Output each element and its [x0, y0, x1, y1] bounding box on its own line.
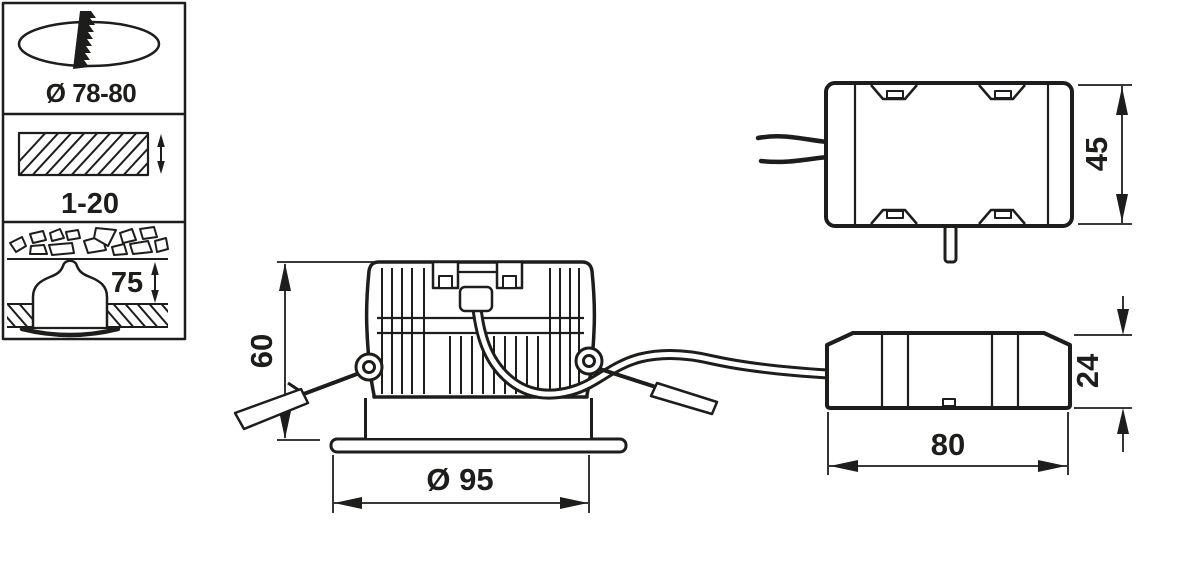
dimension-driver-width-45: 45 [1078, 84, 1132, 225]
top-mounting-tabs [431, 260, 524, 290]
mounting-spring-clip-right [574, 346, 719, 416]
driver-width-label: 45 [1079, 137, 1114, 171]
ceiling-thickness-label: 1-20 [61, 188, 119, 220]
driver-label-slot [942, 398, 956, 407]
insulation-clearance-icon [7, 226, 169, 338]
recessed-trim-arc [19, 326, 121, 338]
driver-top-outline [824, 81, 1074, 228]
driver-input-wires [755, 134, 831, 165]
trim-flange [329, 396, 628, 454]
dimension-driver-length-80: 80 [827, 412, 1069, 475]
driver-length-label: 80 [931, 427, 965, 462]
driver-box-side-view: 24 80 [825, 296, 1132, 475]
dimension-height-60: 60 [244, 261, 380, 441]
insulation-rubble [9, 226, 169, 256]
driver-clip-details [870, 84, 1026, 225]
driver-output-stub [943, 224, 958, 264]
spotlight-cross-section: 60 Ø 95 [233, 260, 834, 513]
ceiling-thickness-icon [17, 131, 165, 177]
driver-height-label: 24 [1070, 353, 1105, 388]
hole-saw-cutout-icon [17, 11, 161, 69]
height-dimension-label: 60 [244, 334, 279, 368]
flange-diameter-label: Ø 95 [426, 462, 493, 497]
cable-grommet [458, 285, 494, 313]
driver-box-top-view: 45 [755, 81, 1132, 264]
driver-side-outline [825, 331, 1072, 410]
mounting-spring-clip-left [233, 352, 384, 431]
dimension-driver-height-24: 24 [1070, 296, 1132, 452]
legend-border [1, 1, 187, 341]
cutout-diameter-label: Ø 78-80 [46, 78, 136, 108]
dimension-flange-diameter-95: Ø 95 [332, 455, 590, 513]
fire-hood-dome [31, 259, 109, 327]
recess-clearance-label: 75 [111, 267, 143, 299]
legend-panel: Ø 78-80 1-20 [1, 1, 187, 341]
